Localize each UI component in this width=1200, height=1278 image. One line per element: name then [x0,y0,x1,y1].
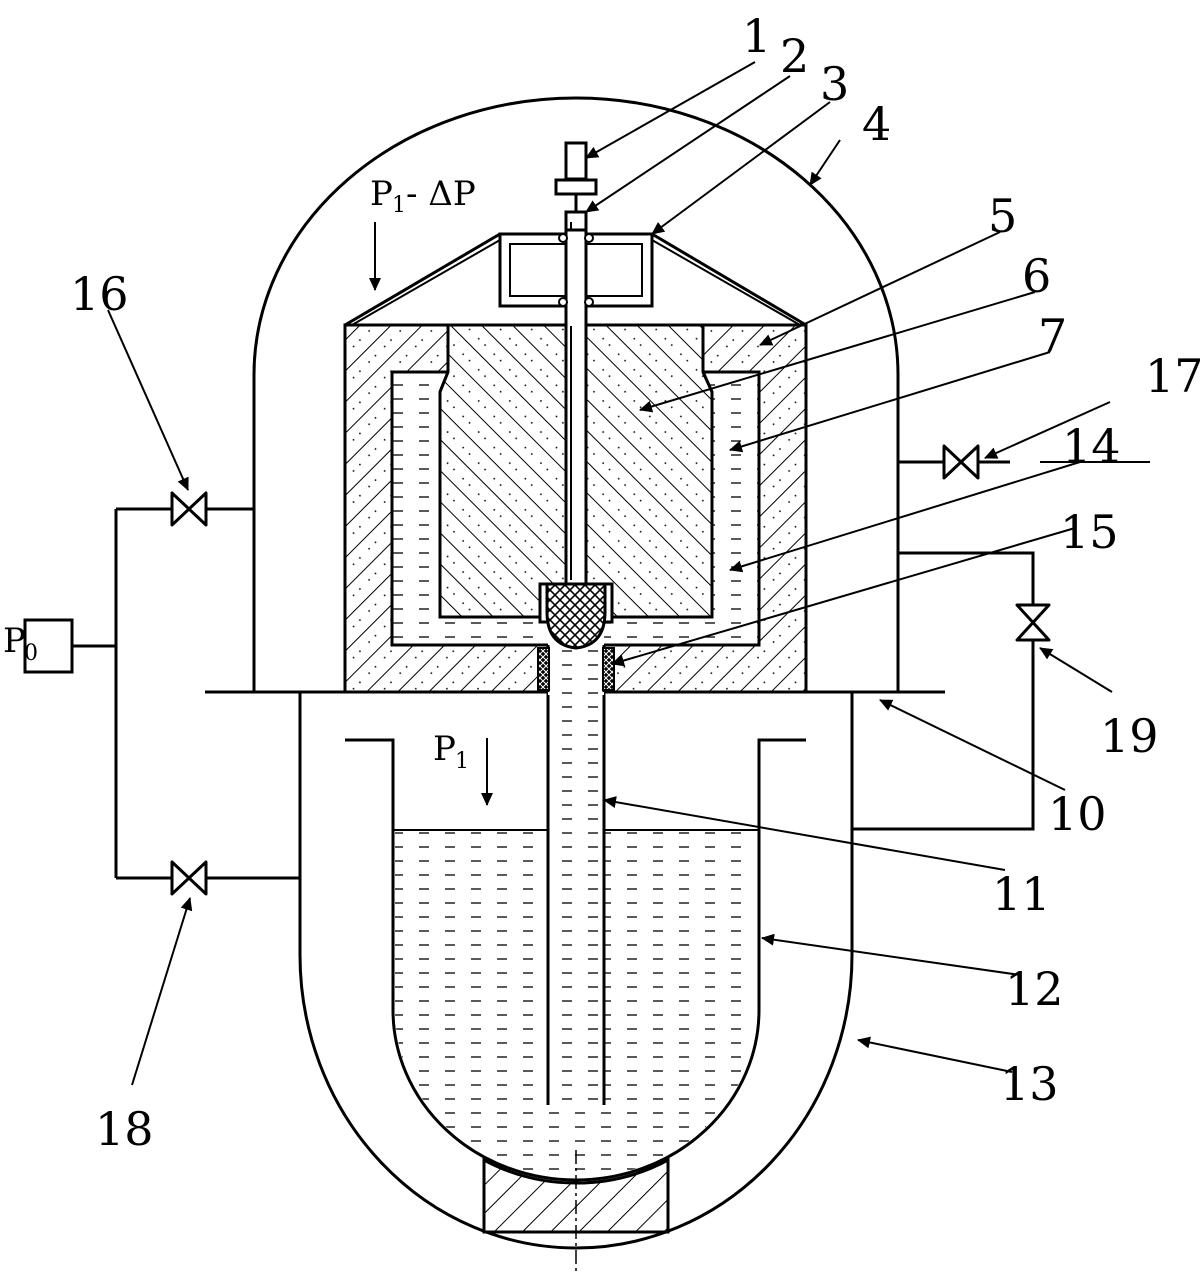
leader-lines [107,61,1150,1086]
seal-ring-15-right [602,647,615,691]
lower-pressure-label: P [433,729,456,769]
label-5: 5 [988,189,1017,243]
valve-16[interactable] [170,491,208,527]
label-4: 4 [862,97,891,151]
lid-inner-line [351,239,801,326]
valve-17[interactable] [942,444,980,480]
label-3: 3 [820,57,849,111]
p0-source-box [23,618,74,674]
actuator-1 [564,141,588,181]
label-16: 16 [70,267,129,321]
label-17: 17 [1145,349,1200,403]
lower-pressure-subscript: 1 [455,749,469,774]
label-18: 18 [95,1102,154,1156]
bypass-pipe [852,551,1035,831]
label-14: 14 [1062,419,1121,473]
bearing-bottom-right [584,297,594,307]
label-1: 1 [742,9,771,63]
lower-vessel-shell [298,692,854,1250]
valve-18[interactable] [170,860,208,896]
label-6: 6 [1022,249,1051,303]
label-10: 10 [1048,787,1107,841]
source-pressure-subscript: 0 [24,641,38,666]
bearing-top-left [558,233,568,243]
upper-pressure-delta: - ΔP [406,174,476,214]
riser-tube-11 [548,648,604,1105]
upper-pressure-label: P [370,174,393,214]
actuator-base [554,178,598,196]
upper-pressure-subscript: 1 [392,193,406,218]
source-pressure-label: P [3,621,26,661]
upper-vessel-shell [252,96,900,692]
label-12: 12 [1005,962,1064,1016]
bearing-bottom-left [558,297,568,307]
bearing-top-right [584,233,594,243]
label-2: 2 [780,29,809,83]
stopper-plug [545,582,607,650]
label-15: 15 [1060,505,1119,559]
label-7: 7 [1038,309,1067,363]
label-19: 19 [1100,709,1159,763]
label-11: 11 [992,867,1051,921]
label-13: 13 [1000,1057,1059,1111]
valve-19[interactable] [1015,603,1051,642]
seal-ring-15-left [537,647,550,691]
